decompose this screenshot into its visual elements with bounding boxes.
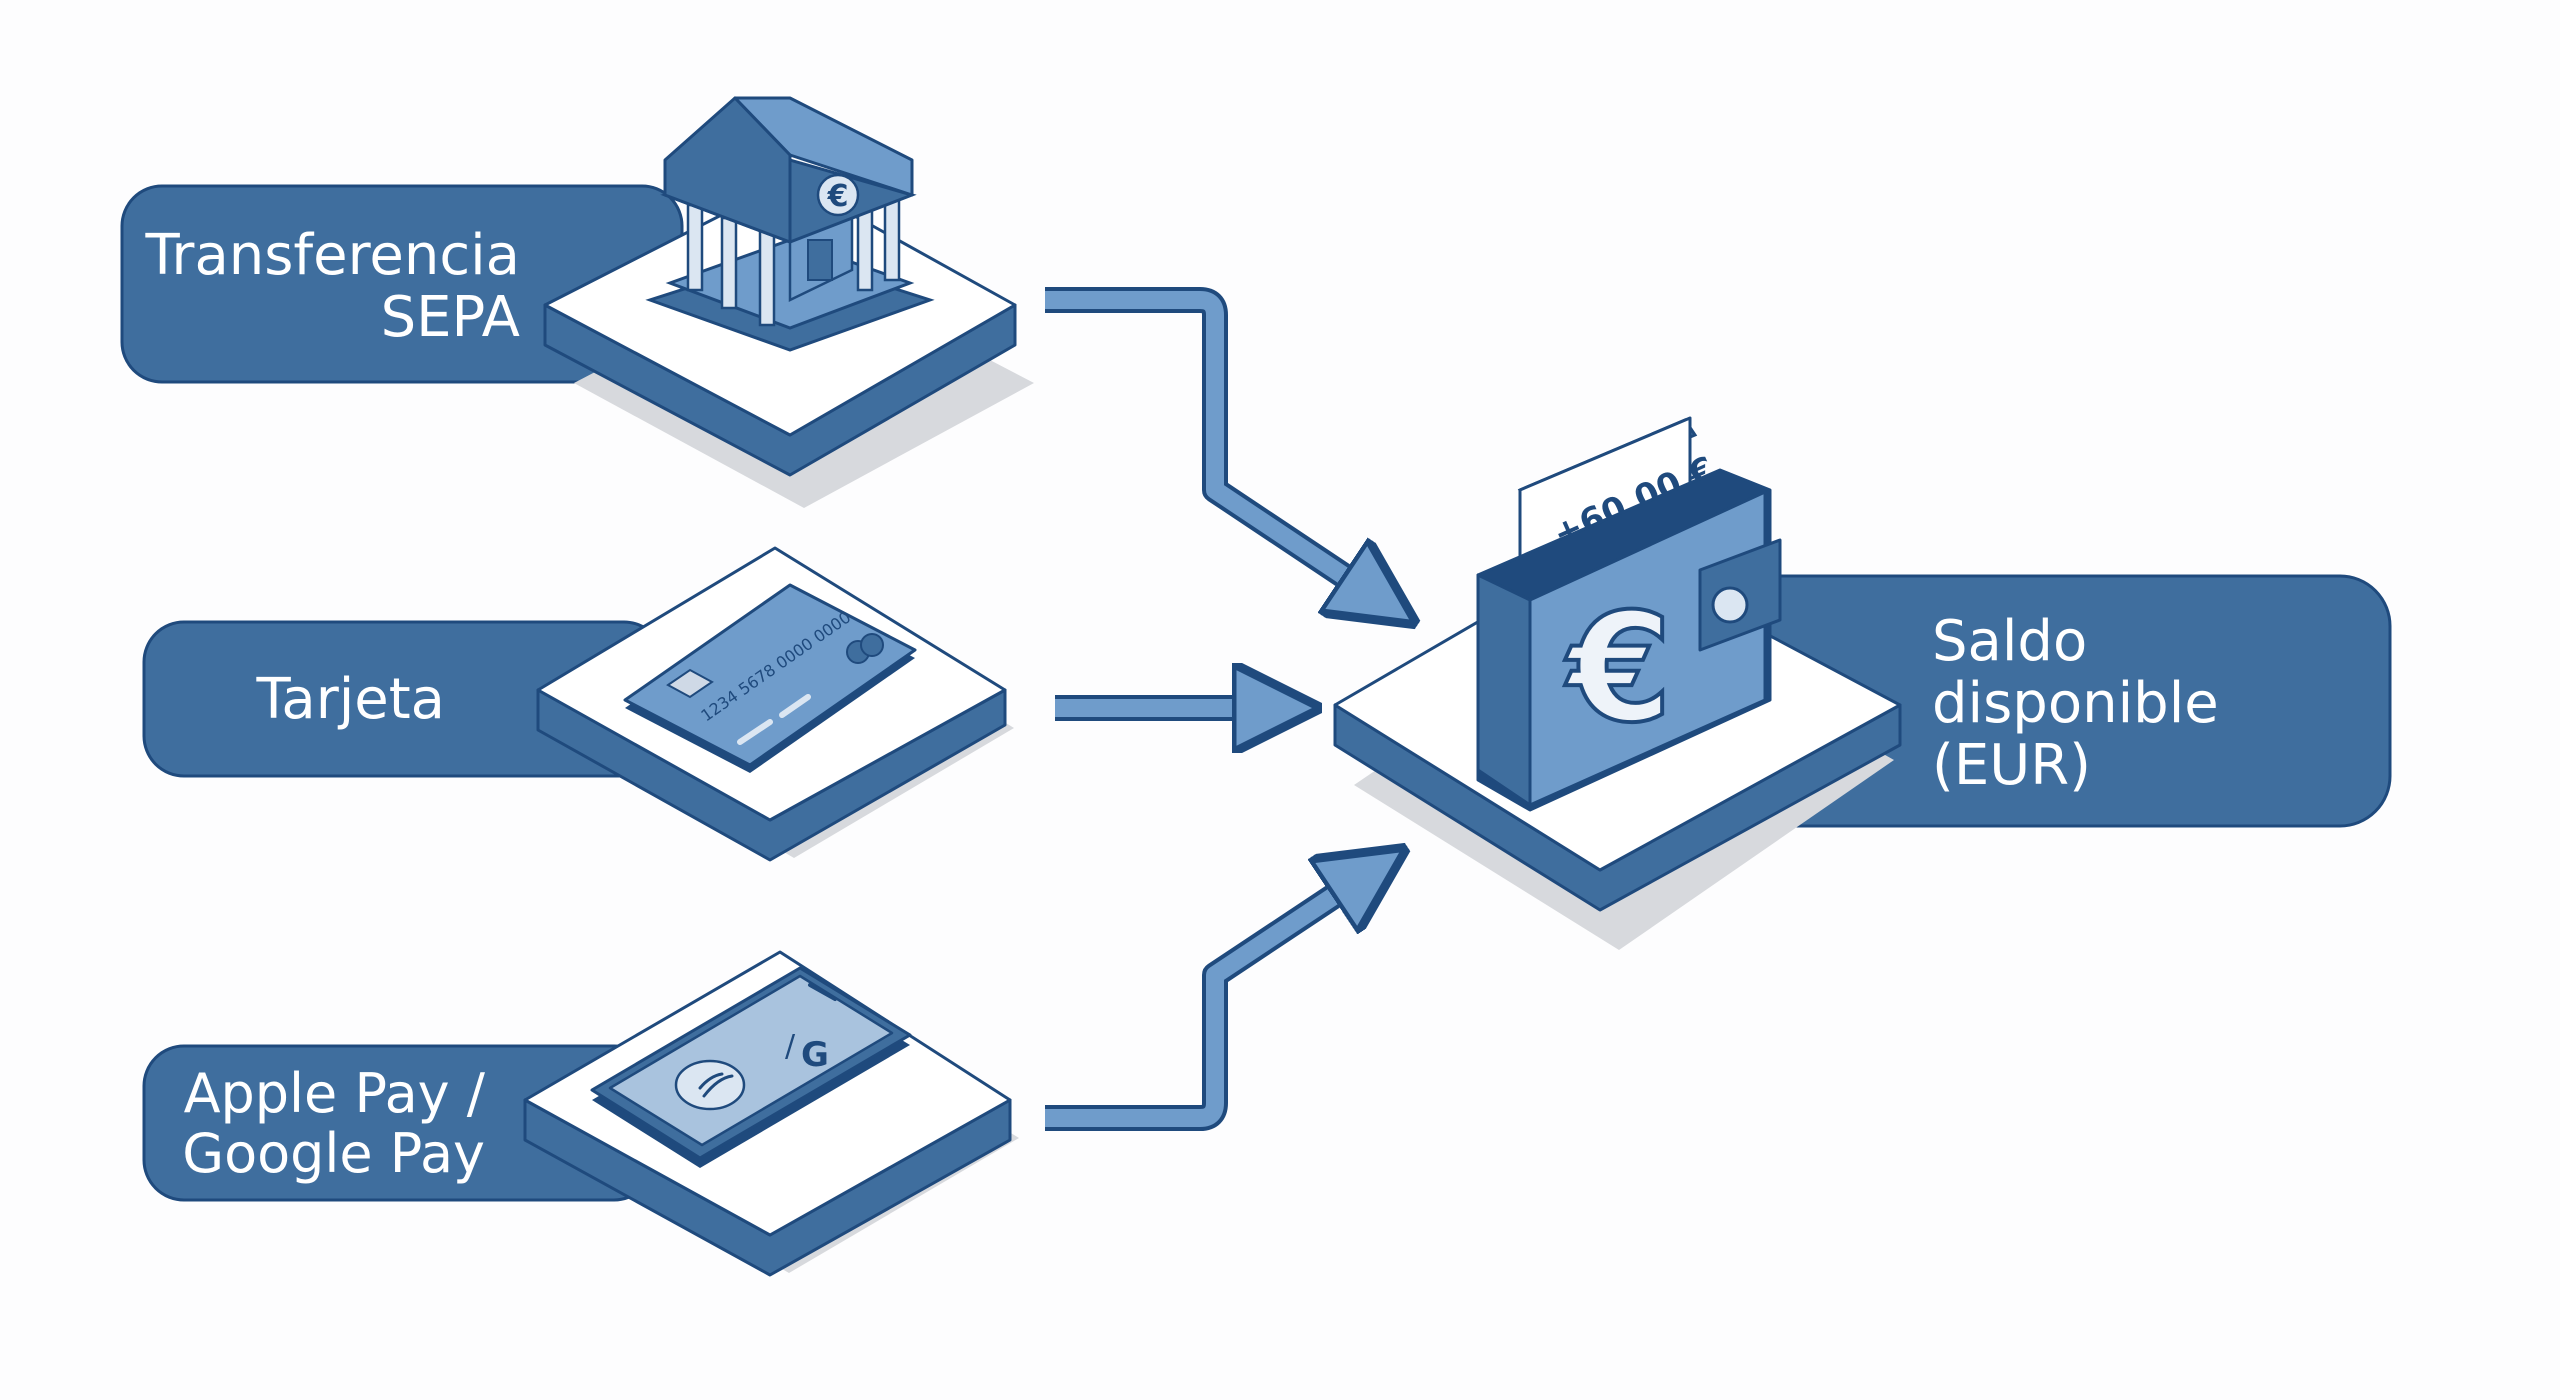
contactless-icon: [674, 1059, 746, 1111]
smartphone-payment-icon: / G: [590, 966, 912, 1168]
arrow-sepa-to-balance: [1045, 287, 1395, 610]
pay-separator: /: [785, 1029, 796, 1064]
bank-euro-icon: €: [645, 96, 935, 352]
wallet-clasp: [1711, 586, 1749, 624]
label-mobile-line2: Google Pay: [182, 1122, 485, 1185]
label-sepa-line2: SEPA: [381, 285, 520, 350]
source-sepa: Transferencia SEPA €: [120, 96, 1034, 508]
flow-arrows: [1045, 287, 1395, 1131]
label-mobile-line1: Apple Pay /: [184, 1062, 486, 1125]
label-balance-line1: Saldo: [1932, 609, 2087, 674]
arrow-mobile-to-balance: [1045, 862, 1385, 1131]
source-card: Tarjeta 1234 5678 0000 0000: [142, 546, 1014, 862]
label-card: Tarjeta: [255, 667, 445, 732]
wallet-euro-glyph: €: [1565, 582, 1672, 756]
wallet-euro-icon: +60,00 € €: [1476, 416, 1782, 812]
label-balance-line2: disponible: [1932, 671, 2219, 736]
source-mobile-pay: Apple Pay / Google Pay / G: [142, 950, 1019, 1277]
google-glyph: G: [801, 1035, 829, 1075]
credit-card-icon: 1234 5678 0000 0000: [623, 583, 917, 773]
label-sepa-line1: Transferencia: [144, 223, 520, 288]
bank-euro-glyph: €: [827, 179, 849, 214]
label-balance-line3: (EUR): [1932, 733, 2091, 798]
target-balance: Saldo disponible (EUR) +60,00 € €: [1333, 416, 2392, 950]
